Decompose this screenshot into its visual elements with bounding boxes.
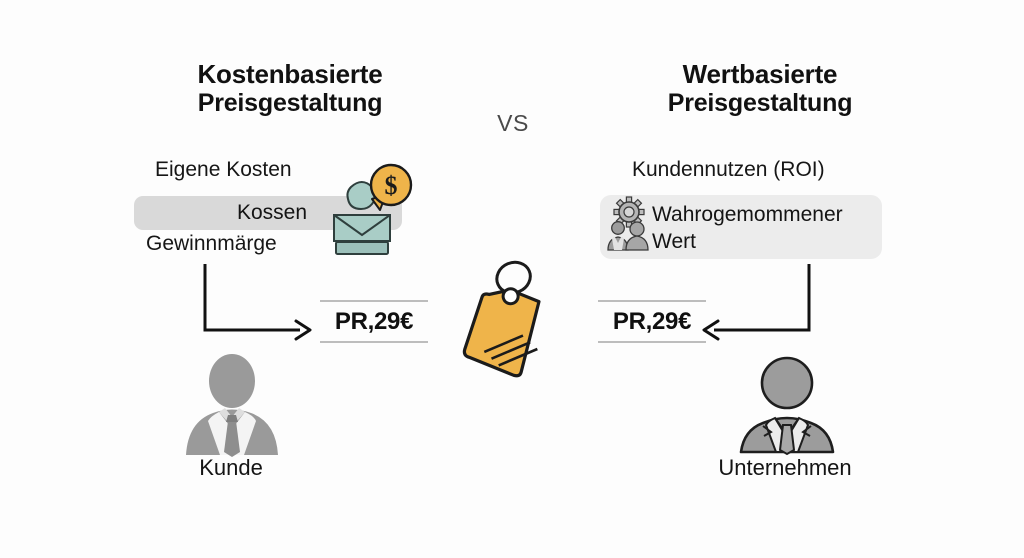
left-item-eigene-kosten: Eigene Kosten [155, 158, 292, 181]
left-price-rule-bottom [320, 341, 428, 343]
right-item-wahrgenommener-wert: Wahrogemommener Wert [652, 203, 843, 253]
left-title-line1: Kostenbasierte [197, 59, 383, 89]
left-title-line2: Preisgestaltung [197, 89, 383, 118]
businessman-silhouette-icon [178, 354, 286, 457]
right-price-value: PR,29€ [612, 308, 692, 335]
left-elbow-arrow [200, 262, 320, 342]
right-price-rule-bottom [598, 341, 706, 343]
right-price-block: PR,29€ [598, 300, 706, 343]
left-price-block: PR,29€ [320, 300, 428, 343]
businessman-outline-icon [735, 355, 839, 456]
gear-with-people-icon [606, 196, 656, 251]
right-figure-caption: Unternehmen [718, 455, 852, 480]
right-column-title: Wertbasierte Preisgestaltung [580, 59, 940, 118]
left-price-rule-top [320, 300, 428, 302]
right-title-line2: Preisgestaltung [667, 89, 853, 118]
svg-text:$: $ [385, 171, 398, 200]
right-title-line1: Wertbasierte [682, 59, 838, 89]
left-item-gewinnmaerge: Gewinnmärge [146, 232, 277, 255]
versus-label: VS [497, 110, 529, 136]
left-figure-caption: Kunde [199, 455, 263, 480]
person-with-dollar-bubble-icon: $ [318, 163, 416, 263]
left-price-value: PR,29€ [334, 308, 414, 335]
price-tag-icon [448, 260, 578, 393]
right-item-kundennutzen: Kundennutzen (ROI) [632, 158, 825, 181]
right-elbow-arrow [694, 262, 814, 342]
left-column-title: Kostenbasierte Preisgestaltung [110, 59, 470, 118]
left-item-kossen: Kossen [237, 201, 308, 224]
right-price-rule-top [598, 300, 706, 302]
